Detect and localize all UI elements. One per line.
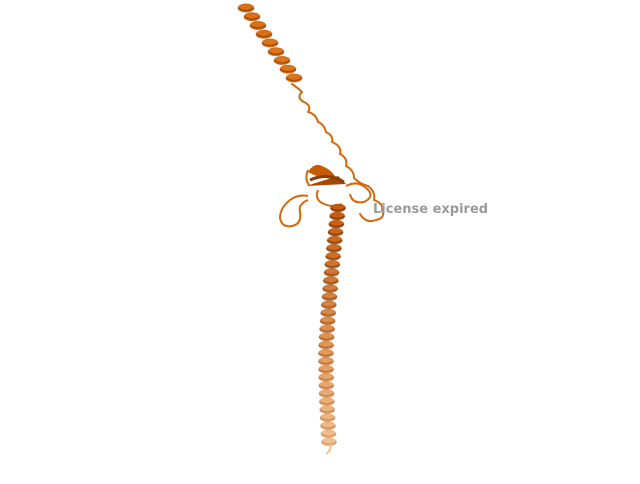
helix-turn-shade	[326, 247, 342, 252]
helix-turn-shade	[318, 392, 335, 397]
helix-turn	[243, 12, 261, 22]
helix-turn	[327, 227, 344, 237]
helix-turn-shade	[249, 24, 267, 29]
helix-turn	[318, 389, 335, 398]
helix-turn	[267, 47, 285, 57]
helix-turn	[326, 235, 343, 245]
helix-turn	[237, 3, 255, 13]
loop-left	[279, 194, 309, 228]
helix-turn-shade	[255, 33, 273, 38]
helix-turn	[285, 73, 303, 83]
helix-turn-shade	[320, 433, 337, 437]
helix-turn-shade	[318, 368, 334, 373]
helix-turn	[325, 252, 342, 261]
helix-turn	[319, 324, 335, 334]
helix-turn	[323, 268, 340, 277]
c-terminus	[325, 443, 332, 455]
helix-turn-shade	[237, 7, 255, 12]
helix-turn	[261, 38, 279, 48]
helix-turn	[328, 219, 345, 229]
helix-turn	[321, 437, 337, 447]
helix-turn-shade	[285, 77, 303, 82]
helix-turn-shade	[320, 425, 336, 429]
helix-turn	[319, 316, 336, 326]
helix-turn	[318, 381, 335, 390]
helix-turn-shade	[319, 401, 335, 405]
helix-turn	[318, 364, 334, 374]
helix-turn-shade	[330, 207, 346, 211]
helix-turn	[320, 421, 336, 431]
helix-turn	[319, 405, 336, 415]
helix-turn	[324, 260, 341, 269]
helix-turn	[320, 308, 337, 318]
helix-turn-shade	[318, 384, 335, 389]
helix-turn-shade	[319, 417, 336, 421]
helix-turn	[318, 397, 335, 407]
helix-turn-shade	[321, 296, 338, 300]
helix-turn	[273, 55, 291, 66]
helix-turn	[320, 429, 337, 439]
upper-helix	[237, 3, 303, 83]
helix-turn-shade	[319, 320, 336, 324]
helix-turn-shade	[319, 328, 335, 332]
helix-turn-shade	[322, 280, 339, 284]
helix-turn	[322, 276, 339, 286]
license-watermark: License expired	[373, 202, 489, 217]
helix-turn-shade	[326, 239, 343, 244]
helix-turn-shade	[320, 312, 337, 316]
beta-hairpin	[305, 164, 372, 207]
helix-turn-shade	[322, 288, 339, 292]
helix-turn-shade	[318, 344, 334, 349]
helix-turn	[318, 332, 335, 342]
helix-turn	[318, 340, 335, 350]
helix-turn	[320, 300, 337, 310]
helix-turn	[318, 348, 334, 358]
helix-turn-shade	[243, 16, 261, 21]
linker-coil	[291, 83, 385, 223]
helix-turn-shade	[273, 59, 291, 64]
helix-turn-shade	[323, 271, 340, 276]
helix-turn	[322, 284, 339, 294]
helix-turn	[249, 20, 267, 31]
helix-turn-shade	[329, 215, 346, 220]
helix-turn-shade	[267, 51, 285, 56]
helix-turn	[318, 356, 334, 366]
helix-turn-shade	[328, 223, 345, 228]
helix-turn-shade	[318, 352, 334, 357]
helix-turn	[319, 413, 336, 423]
helix-turn-shade	[318, 376, 335, 381]
helix-turn	[325, 243, 342, 253]
helix-turn-shade	[319, 409, 336, 413]
helix-turn-shade	[318, 336, 335, 341]
helix-turn	[329, 211, 346, 221]
helix-turn-shade	[324, 263, 341, 268]
helix-turn-shade	[261, 42, 279, 47]
helix-turn-shade	[320, 304, 337, 308]
helix-turn-shade	[325, 255, 341, 260]
helix-turn	[321, 292, 338, 302]
helix-turn-shade	[327, 231, 344, 236]
helix-turn-shade	[321, 441, 337, 445]
helix-turn	[279, 64, 297, 74]
lower-helix	[318, 203, 346, 447]
helix-turn-shade	[318, 360, 334, 365]
helix-turn	[255, 29, 273, 39]
helix-turn-shade	[279, 68, 297, 73]
helix-turn	[318, 373, 335, 382]
